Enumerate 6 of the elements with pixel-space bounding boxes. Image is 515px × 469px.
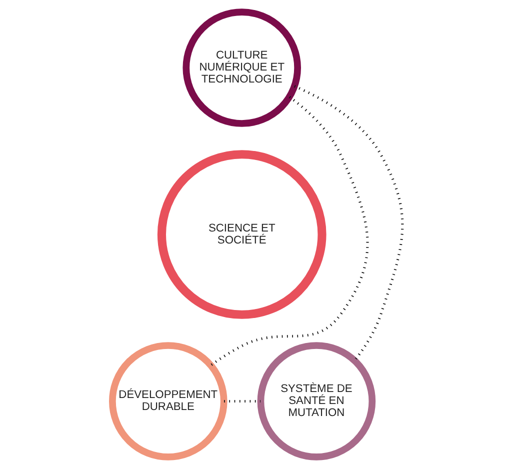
node-circle: SCIENCE ET SOCIÉTÉ (157, 150, 326, 319)
connector (210, 96, 369, 366)
node-circle: SYSTÈME DE SANTÉ EN MUTATION (257, 342, 376, 460)
node-circle: DÉVELOPPEMENT DURABLE (109, 342, 228, 460)
node-circle: CULTURE NUMÉRIQUE ET TECHNOLOGIE (182, 8, 301, 127)
connector (294, 85, 404, 362)
